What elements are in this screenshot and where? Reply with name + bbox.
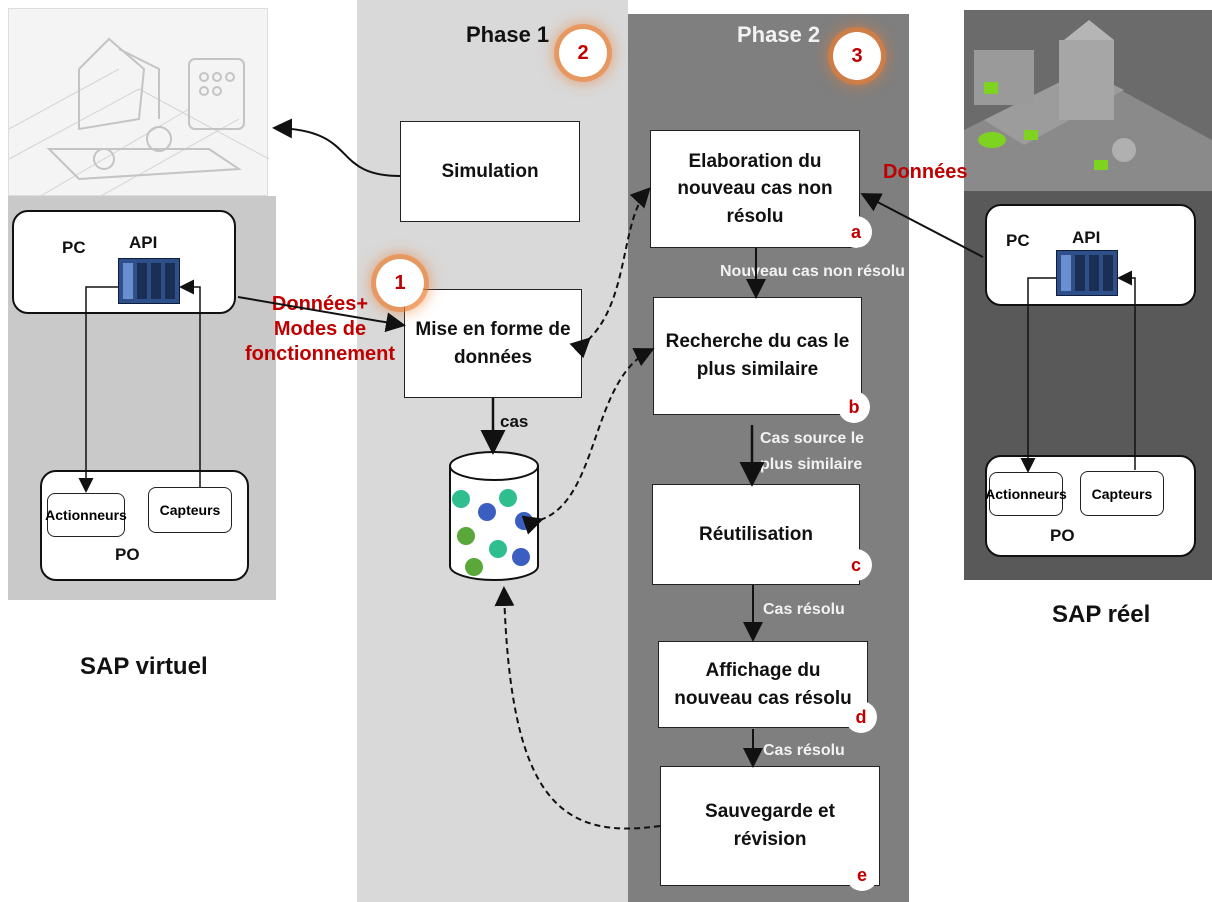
sap-reel-title: SAP réel bbox=[1052, 601, 1151, 628]
step-e-badge: e bbox=[846, 859, 878, 891]
cas-source-label: Cas source le plus similaire bbox=[760, 430, 865, 473]
right-actionneurs-box: Actionneurs bbox=[985, 472, 1067, 516]
right-capteurs-box: Capteurs bbox=[1080, 471, 1164, 516]
right-api-label: API bbox=[1072, 228, 1101, 247]
step-b-badge: b bbox=[838, 391, 870, 423]
cas-resolu-label-1: Cas résolu bbox=[763, 601, 845, 618]
left-po-label: PO bbox=[115, 545, 140, 564]
left-actionneurs-box: Actionneurs bbox=[45, 493, 127, 537]
cas-label: cas bbox=[500, 412, 529, 431]
right-po-label: PO bbox=[1050, 526, 1075, 545]
right-pc-label: PC bbox=[1006, 231, 1030, 250]
left-pc-label: PC bbox=[62, 238, 86, 257]
cas-resolu-label-2: Cas résolu bbox=[763, 742, 845, 759]
donnees-label: Données bbox=[883, 161, 968, 183]
display-box: Affichage du nouveau cas résolu bbox=[658, 641, 868, 728]
phase2-title: Phase 2 bbox=[737, 22, 821, 47]
search-box: Recherche du cas le plus similaire bbox=[653, 297, 862, 415]
left-plc-icon bbox=[118, 258, 180, 304]
right-plc-icon bbox=[1056, 250, 1118, 296]
step-d-badge: d bbox=[845, 701, 877, 733]
virtual-scene-image bbox=[8, 8, 269, 197]
nouveau-cas-label: Nouveau cas non résolu bbox=[720, 263, 905, 280]
sap-virtuel-title: SAP virtuel bbox=[80, 653, 208, 680]
left-capteurs-box: Capteurs bbox=[148, 487, 232, 533]
real-scene-image bbox=[964, 10, 1212, 191]
phase1-title: Phase 1 bbox=[466, 22, 550, 47]
reuse-box: Réutilisation bbox=[652, 484, 860, 585]
left-api-label: API bbox=[129, 233, 158, 252]
save-revision-box: Sauvegarde et révision bbox=[660, 766, 880, 886]
data-formatting-box: Mise en forme de données bbox=[404, 289, 582, 398]
donnees-modes-label: Données+ Modes de fonctionnement bbox=[245, 293, 395, 365]
phase1-badge: 2 bbox=[559, 29, 607, 77]
step-c-badge: c bbox=[840, 549, 872, 581]
step-a-badge: a bbox=[840, 216, 872, 248]
phase2-badge: 3 bbox=[833, 32, 881, 80]
elaboration-box: Elaboration du nouveau cas non résolu bbox=[650, 130, 860, 248]
simulation-box: Simulation bbox=[400, 121, 580, 222]
